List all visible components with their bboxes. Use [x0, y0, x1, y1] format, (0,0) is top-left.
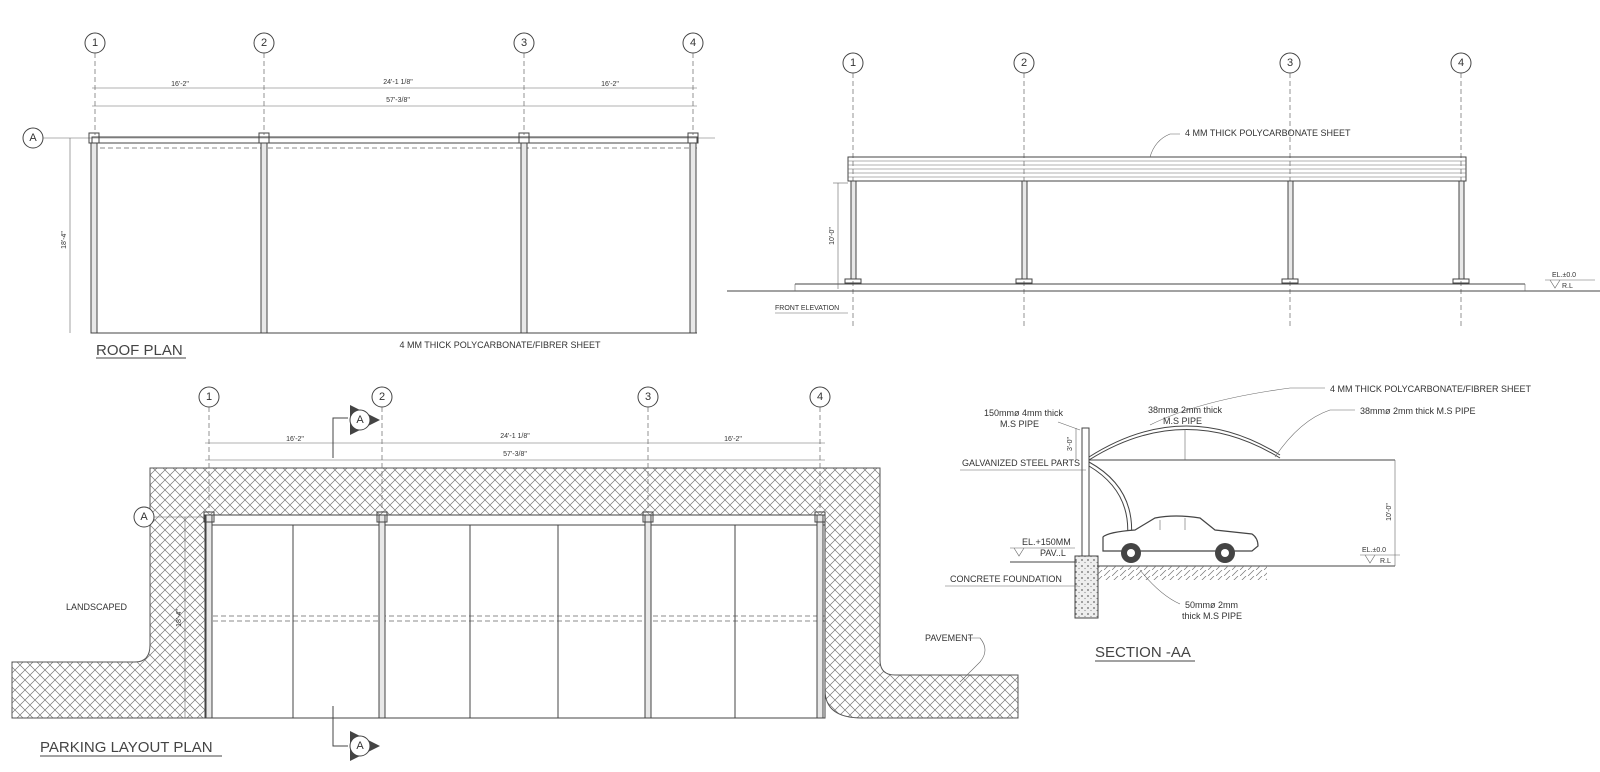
section-sheet-callout: 4 MM THICK POLYCARBONATE/FIBRER SHEET	[1330, 384, 1532, 394]
roof-dim-depth: 18'-4"	[61, 231, 68, 249]
roof-dim-2: 24'-1 1/8"	[383, 79, 413, 86]
roof-sheet-note: 4 MM THICK POLYCARBONATE/FIBRER SHEET	[399, 340, 601, 350]
svg-text:3: 3	[645, 391, 651, 403]
pipe38-callout-a-1: 38mmø 2mm thick	[1148, 405, 1223, 415]
grid-bubble-2: 2	[253, 32, 275, 54]
elev-sheet-note: 4 MM THICK POLYCARBONATE SHEET	[1185, 128, 1351, 138]
svg-text:2: 2	[1021, 57, 1027, 69]
pipe38-callout-a-2: M.S PIPE	[1163, 416, 1202, 426]
pipe150-callout-1: 150mmø 4mm thick	[984, 408, 1064, 418]
roof-dim-1: 16'-2"	[171, 81, 189, 88]
park-grid-bubble-4: 4	[809, 386, 831, 408]
elev-level-sub: R.L	[1562, 283, 1573, 290]
svg-text:3: 3	[1287, 57, 1293, 69]
svg-text:4: 4	[817, 391, 823, 403]
section-marker-top: A	[332, 405, 380, 458]
pavement-label: PAVEMENT	[925, 633, 974, 643]
svg-text:2: 2	[379, 391, 385, 403]
elev-grid-bubble-4: 4	[1450, 52, 1472, 74]
elev-level: EL.±0.0	[1552, 272, 1576, 279]
svg-text:A: A	[140, 511, 148, 523]
pipe150-callout-2: M.S PIPE	[1000, 419, 1039, 429]
section-height-dim: 10'-0"	[1386, 503, 1393, 521]
soil-hatch	[1097, 566, 1267, 580]
svg-text:2: 2	[261, 37, 267, 49]
pipe38-callout-b: 38mmø 2mm thick M.S PIPE	[1360, 406, 1476, 416]
park-dim-total: 57'-3/8"	[503, 451, 527, 458]
roof-plan-title: ROOF PLAN	[96, 342, 183, 359]
svg-text:1: 1	[206, 391, 212, 403]
pipe50-callout-1: 50mmø 2mm	[1185, 600, 1238, 610]
svg-text:1: 1	[92, 37, 98, 49]
parking-plan-title: PARKING LAYOUT PLAN	[40, 739, 213, 756]
landscaped-label: LANDSCAPED	[66, 602, 128, 612]
park-grid-bubble-3: 3	[637, 386, 659, 408]
front-elevation-title: FRONT ELEVATION	[775, 305, 839, 312]
svg-text:1: 1	[850, 57, 856, 69]
grid-bubble-1: 1	[84, 32, 106, 54]
svg-text:A: A	[356, 740, 364, 752]
car-icon	[1102, 515, 1259, 563]
park-dim-2: 24'-1 1/8"	[500, 433, 530, 440]
svg-text:4: 4	[1458, 57, 1464, 69]
elev-height-dim: 10'-0"	[829, 227, 836, 245]
grid-bubble-4: 4	[682, 32, 704, 54]
park-grid-bubble-2: 2	[371, 386, 393, 408]
concrete-callout: CONCRETE FOUNDATION	[950, 574, 1062, 584]
grid-bubble-3: 3	[513, 32, 535, 54]
park-grid-bubble-A: A	[133, 506, 155, 528]
section-level-sub: R.L	[1380, 558, 1391, 565]
paving-hatch	[11, 467, 1019, 719]
park-dim-3: 16'-2"	[724, 436, 742, 443]
concrete-foundation	[1074, 555, 1099, 619]
parking-layout-plan: 1 2 3 4 A 16'-2" 24'-1 1/8" 16'-2" 57'-3…	[11, 386, 1019, 761]
svg-text:A: A	[356, 414, 364, 426]
roof-dim-total: 57'-3/8"	[386, 97, 410, 104]
section-small-dim: 3'-0"	[1067, 437, 1074, 451]
el150-callout-1: EL.+150MM	[1022, 537, 1071, 547]
svg-text:A: A	[29, 132, 37, 144]
front-elevation: 1 2 3 4 4 MM THICK POLYCARBONATE SHEET	[727, 52, 1600, 328]
section-title: SECTION -AA	[1095, 644, 1191, 661]
svg-text:3: 3	[521, 37, 527, 49]
roof-plan: 1 2 3 4 A 16'-2" 24'-1 1/8" 16'-2" 57'-3…	[22, 32, 715, 359]
galvanized-callout: GALVANIZED STEEL PARTS	[962, 458, 1080, 468]
grid-bubble-A: A	[22, 127, 44, 149]
section-aa: 10'-0" 3'-0" 4 MM THICK POLYCARBONATE/FI…	[945, 384, 1532, 662]
park-grid-bubble-1: 1	[198, 386, 220, 408]
svg-text:4: 4	[690, 37, 696, 49]
section-level: EL.±0.0	[1362, 547, 1386, 554]
elev-grid-bubble-3: 3	[1279, 52, 1301, 74]
el150-callout-2: PAV..L	[1040, 548, 1066, 558]
elev-grid-bubble-1: 1	[842, 52, 864, 74]
roof-dim-3: 16'-2"	[601, 81, 619, 88]
park-dim-depth: 18'-4"	[176, 609, 183, 627]
elev-grid-bubble-2: 2	[1013, 52, 1035, 74]
park-dim-1: 16'-2"	[286, 436, 304, 443]
pipe50-callout-2: thick M.S PIPE	[1182, 611, 1242, 621]
section-marker-bottom: A	[332, 706, 380, 761]
